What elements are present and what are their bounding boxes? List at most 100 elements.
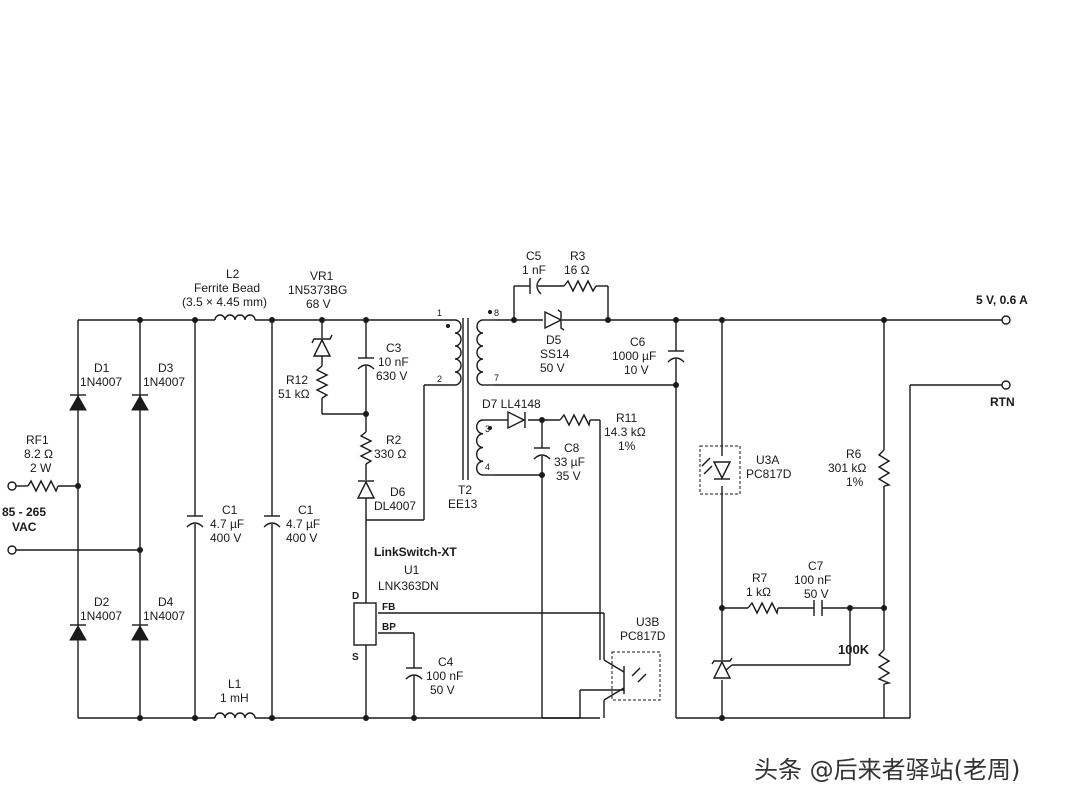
terminals (7, 315, 1011, 555)
r6-value: 301 kΩ (828, 461, 866, 475)
rf1-value: 8.2 Ω (24, 447, 53, 461)
c4-ref: C4 (438, 655, 454, 669)
r6-ref: R6 (846, 447, 862, 461)
l1-value: 1 mH (220, 691, 249, 705)
c7-value: 100 nF (794, 573, 831, 587)
c8-voltage: 35 V (556, 469, 581, 483)
d5-part: SS14 (540, 347, 570, 361)
d4-ref: D4 (158, 595, 174, 609)
r11-ref: R11 (616, 411, 637, 425)
l1-inductor (214, 712, 256, 719)
diode-d4 (131, 624, 149, 641)
l2-size: (3.5 × 4.45 mm) (182, 295, 267, 309)
capacitor-c6 (667, 350, 685, 363)
r6-tol: 1% (846, 475, 864, 489)
d2-part: 1N4007 (80, 609, 122, 623)
vr1-part: 1N5373BG (288, 283, 347, 297)
t2-pin-8: 8 (494, 308, 499, 318)
diode-d2 (69, 624, 87, 641)
r3-resistor (563, 279, 597, 293)
d5-ref: D5 (546, 333, 562, 347)
shunt-regulator (711, 657, 733, 679)
diode-d7 (507, 410, 526, 430)
optocoupler-u3b (603, 651, 661, 718)
output-terminal-rtn (1001, 380, 1011, 390)
r12-value: 51 kΩ (278, 387, 310, 401)
c3-value: 10 nF (378, 355, 409, 369)
t2-pin-1: 1 (437, 308, 442, 318)
r11-value: 14.3 kΩ (604, 425, 646, 439)
r12-resistor (315, 365, 329, 399)
d3-ref: D3 (158, 361, 174, 375)
r-100k-label: 100K (838, 642, 870, 657)
r12-ref: R12 (286, 373, 308, 387)
capacitor-c1b (263, 515, 281, 528)
capacitor-c8 (533, 447, 551, 460)
u1-ref: U1 (404, 563, 420, 577)
c8-value: 33 µF (554, 455, 585, 469)
capacitor-c1a (186, 515, 204, 528)
d4-part: 1N4007 (143, 609, 185, 623)
d6-ref: D6 (390, 485, 406, 499)
d1-part: 1N4007 (80, 375, 122, 389)
u1-ic-body (353, 602, 377, 646)
c1a-ref: C1 (222, 503, 238, 517)
r2-value: 330 Ω (374, 447, 406, 461)
capacitor-c4 (405, 667, 423, 680)
c6-value: 1000 µF (612, 349, 656, 363)
input-vac-label: VAC (12, 520, 37, 534)
rf1-resistor (27, 479, 59, 493)
r3-value: 16 Ω (564, 263, 590, 277)
r7-value: 1 kΩ (746, 585, 771, 599)
t2-ref: T2 (458, 483, 472, 497)
r2-ref: R2 (386, 433, 402, 447)
u3a-part: PC817D (746, 467, 792, 481)
vr1-voltage: 68 V (306, 297, 331, 311)
u3b-ref: U3B (636, 615, 659, 629)
c6-voltage: 10 V (624, 363, 649, 377)
t2-pin-4: 4 (485, 462, 490, 472)
input-terminal-l (7, 481, 17, 491)
d6-part: DL4007 (374, 499, 416, 513)
diode-d1 (69, 394, 87, 411)
t2-pin-3: 3 (485, 424, 490, 434)
capacitor-c7 (813, 600, 823, 616)
junction-dots (75, 317, 887, 721)
l1-ref: L1 (228, 677, 242, 691)
c5-value: 1 nF (522, 263, 546, 277)
t2-pin-7: 7 (494, 373, 499, 383)
c1b-voltage: 400 V (286, 531, 317, 545)
vr1-ref: VR1 (310, 269, 334, 283)
u3a-ref: U3A (756, 453, 779, 467)
r6-resistor (877, 449, 891, 487)
u1-pin-bp: BP (382, 622, 396, 633)
c5-ref: C5 (526, 249, 542, 263)
c8-ref: C8 (564, 441, 580, 455)
c4-voltage: 50 V (430, 683, 455, 697)
c3-voltage: 630 V (376, 369, 407, 383)
input-terminal-n (7, 545, 17, 555)
r11-resistor (559, 413, 591, 428)
output-vout-label: 5 V, 0.6 A (976, 293, 1028, 307)
diode-d3 (131, 394, 149, 411)
d5-voltage: 50 V (540, 361, 565, 375)
zener-vr1 (311, 334, 333, 357)
r11-tol: 1% (618, 439, 636, 453)
d3-part: 1N4007 (143, 375, 185, 389)
u3b-part: PC817D (620, 629, 666, 643)
wires (14, 285, 1002, 719)
c7-ref: C7 (808, 559, 824, 573)
l2-ref: L2 (226, 267, 240, 281)
c1a-voltage: 400 V (210, 531, 241, 545)
diode-d5 (544, 309, 565, 331)
d1-ref: D1 (94, 361, 110, 375)
input-voltage-label: 85 - 265 (2, 505, 46, 519)
output-rtn-label: RTN (990, 395, 1015, 409)
watermark: 头条 @后来者驿站(老周) (754, 756, 1020, 784)
r3-ref: R3 (570, 249, 586, 263)
r7-resistor (747, 601, 779, 616)
diode-d6 (356, 480, 376, 499)
c7-voltage: 50 V (804, 587, 829, 601)
output-terminal-5v (1001, 315, 1011, 325)
transformer-t2 (446, 310, 495, 480)
